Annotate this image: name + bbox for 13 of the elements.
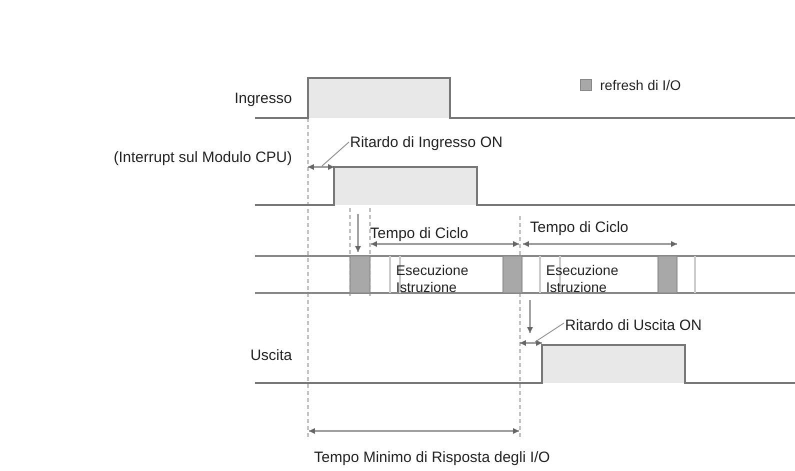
legend-label: refresh di I/O xyxy=(600,77,681,94)
dimension-label: Ritardo di Uscita ON xyxy=(565,317,702,334)
phase-label: Esecuzione Istruzione xyxy=(396,262,470,296)
dimension-label: Tempo di Ciclo xyxy=(530,219,628,236)
phase-label: Esecuzione Istruzione xyxy=(546,262,620,296)
dimension-label: Ritardo di Ingresso ON xyxy=(350,134,503,151)
leader-line xyxy=(534,322,564,342)
signal-label: Ingresso xyxy=(233,90,292,107)
signal-label: Uscita xyxy=(249,347,292,364)
leader-line xyxy=(322,142,350,166)
dimension-label: Tempo Minimo di Risposta degli I/O xyxy=(313,449,551,466)
signal-label: (Interrupt sul Modulo CPU) xyxy=(112,149,292,166)
dimension-label: Tempo di Ciclo xyxy=(370,225,468,242)
